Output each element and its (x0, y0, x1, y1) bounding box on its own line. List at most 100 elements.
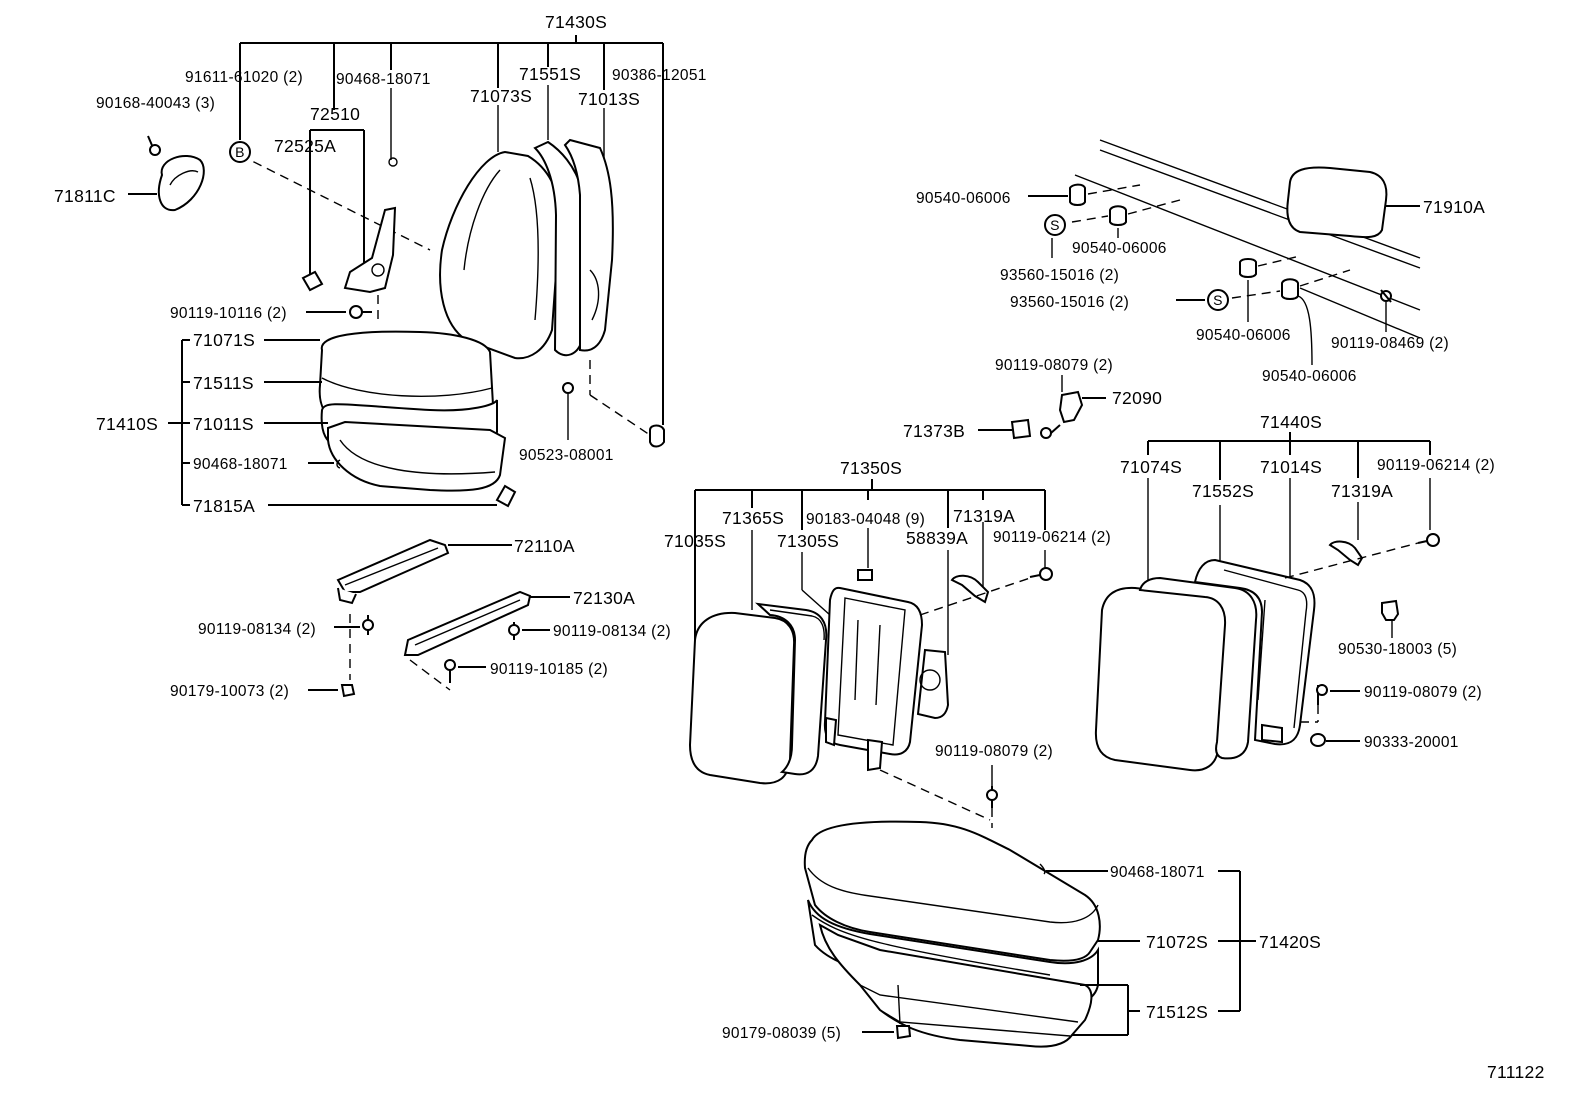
bolt-90119-06214-a (1029, 567, 1053, 581)
label-90179-08039: 90179-08039 (5) (722, 1025, 841, 1042)
label-90119-06214-d: 90119-06214 (2) (993, 529, 1111, 546)
bolt-90119-08134-b (508, 622, 520, 640)
bracket-72090-group (978, 375, 1106, 440)
seat-back-frame-71305S (823, 586, 924, 756)
seat-cushion-frame (327, 420, 507, 492)
seat-back-pad-71365S (755, 602, 828, 776)
seat-track-72130A (403, 590, 532, 656)
label-71365S: 71365S (722, 508, 784, 528)
seat-back-cushion (439, 150, 562, 360)
marker-s1: S (1044, 214, 1066, 236)
figure-code: 711122 (1487, 1062, 1545, 1082)
label-72110A: 72110A (514, 536, 575, 556)
bolt-90119-08079-a (1040, 424, 1061, 439)
label-71511S: 71511S (193, 373, 254, 393)
nut-90523 (562, 382, 574, 394)
label-90119-08079-a: 90119-08079 (2) (995, 357, 1113, 374)
label-90468-b: 90468-18071 (193, 456, 288, 473)
label-91611: 91611-61020 (2) (185, 69, 303, 86)
label-71014S: 71014S (1260, 457, 1322, 477)
label-90119-10116: 90119-10116 (2) (170, 305, 287, 322)
clip-90183 (857, 569, 873, 581)
label-90183: 90183-04048 (9) (806, 511, 925, 528)
label-90333: 90333-20001 (1364, 734, 1459, 751)
bolt-90119-08079-c (1316, 684, 1328, 705)
label-71512S: 71512S (1146, 1002, 1208, 1022)
svg-text:S: S (1213, 292, 1223, 308)
seat-back-71074S (1094, 586, 1228, 772)
label-90540-a: 90540-06006 (916, 190, 1011, 207)
label-71305S: 71305S (777, 531, 839, 551)
label-71011S: 71011S (193, 414, 254, 434)
recliner-lever (157, 155, 205, 212)
cushion-frame-71512S (818, 923, 1093, 1048)
clip-90386 (649, 424, 665, 448)
label-71430S: 71430S (545, 12, 607, 32)
label-72510: 72510 (310, 104, 360, 124)
label-71811C: 71811C (54, 186, 116, 206)
seat-back-frame (563, 138, 614, 352)
label-71910A: 71910A (1423, 197, 1485, 217)
label-90168: 90168-40043 (3) (96, 95, 215, 112)
marker-s2: S (1207, 289, 1229, 311)
bolt-90119-10185 (444, 659, 456, 683)
label-90386: 90386-12051 (612, 67, 707, 84)
part-labels: 71430S 91611-61020 (2) 90468-18071 71551… (54, 12, 1545, 1082)
rear-seat-cushion-group (803, 820, 1256, 1048)
lever-72525A (301, 270, 324, 292)
label-71074S: 71074S (1120, 457, 1182, 477)
cushion-71072S (803, 820, 1101, 962)
label-90468-a: 90468-18071 (336, 71, 431, 88)
label-90179-10073: 90179-10073 (2) (170, 683, 289, 700)
label-90119-08079-d: 90119-08079 (2) (935, 743, 1053, 760)
seat-back-71035S (688, 611, 796, 785)
label-90523: 90523-08001 (519, 447, 614, 464)
label-71073S: 71073S (470, 86, 532, 106)
label-90119-08134-a: 90119-08134 (2) (198, 621, 316, 638)
front-seat-group (128, 35, 665, 698)
rear-seat-back-a-group (688, 479, 1053, 828)
bolt-90119-10116 (349, 305, 372, 319)
label-71035S: 71035S (664, 531, 726, 551)
svg-text:S: S (1050, 217, 1060, 233)
cover-71373B (1010, 418, 1032, 440)
seat-back-frame-71014S (1193, 558, 1316, 746)
headrest-group (1028, 139, 1421, 366)
label-71440S: 71440S (1260, 412, 1322, 432)
plug-90333 (1310, 733, 1326, 747)
bracket-58839A (916, 648, 950, 720)
seat-back-pad (533, 140, 583, 357)
label-71013S: 71013S (578, 89, 640, 109)
label-71350S: 71350S (840, 458, 902, 478)
seat-back-pad-71552S (1138, 576, 1258, 760)
label-71319A-e: 71319A (1331, 481, 1393, 501)
bracket-72090 (1058, 390, 1084, 424)
label-90530: 90530-18003 (5) (1338, 641, 1457, 658)
clip-71815A (495, 484, 517, 508)
label-90119-10185: 90119-10185 (2) (490, 661, 608, 678)
label-71410S: 71410S (96, 414, 158, 434)
label-90468-f: 90468-18071 (1110, 864, 1205, 881)
label-90119-08079-e: 90119-08079 (2) (1364, 684, 1482, 701)
label-72130A: 72130A (573, 588, 635, 608)
svg-text:B: B (235, 144, 245, 160)
bracket-71319A-b (1328, 540, 1364, 567)
label-71319A-d: 71319A (953, 506, 1015, 526)
label-90540-b: 90540-06006 (1072, 240, 1167, 257)
label-71552S: 71552S (1192, 481, 1254, 501)
bolt-90119-06214-b (1417, 533, 1440, 547)
grommet-90530 (1381, 599, 1400, 621)
nut-90179-10073 (340, 684, 356, 698)
label-90119-08134-b: 90119-08134 (2) (553, 623, 671, 640)
label-90119-08469: 90119-08469 (2) (1331, 335, 1449, 352)
label-90540-c: 90540-06006 (1196, 327, 1291, 344)
bolt-90119-08469 (1380, 289, 1392, 303)
marker-b: B (229, 141, 251, 163)
label-71551S: 71551S (519, 64, 581, 84)
label-90119-06214-e: 90119-06214 (2) (1377, 457, 1495, 474)
recliner-bracket (343, 206, 397, 294)
label-71815A: 71815A (193, 496, 255, 516)
bolt-90119-08134-a (362, 615, 374, 635)
label-90540-d: 90540-06006 (1262, 368, 1357, 385)
